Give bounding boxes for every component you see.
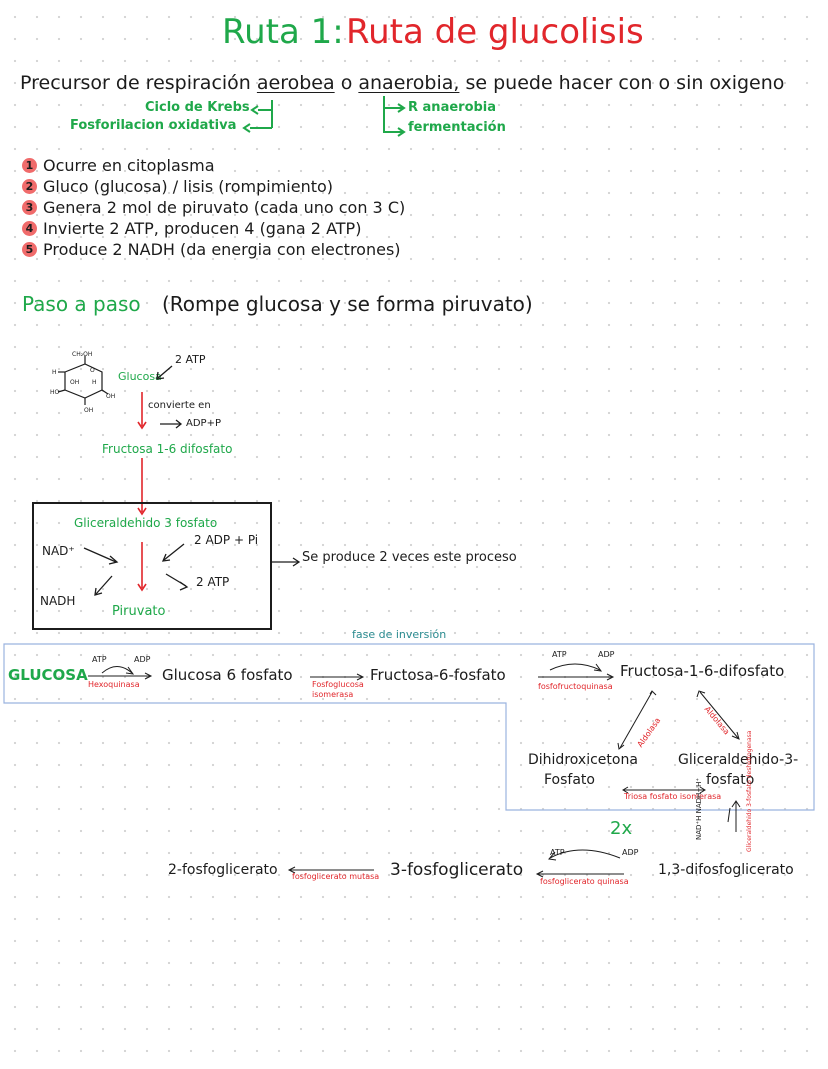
det-g3p-2: fosfato [706, 772, 755, 788]
detailed-path-lines [3, 643, 815, 878]
title-part2: Ruta de glucolisis [346, 12, 644, 52]
svg-text:O: O [90, 367, 95, 374]
intro-aerobea: aerobea [256, 72, 335, 94]
svg-text:H: H [52, 369, 57, 376]
det-enz-pgm: fosfoglicerato mutasa [292, 872, 380, 881]
svg-text:OH: OH [84, 407, 93, 414]
det-2x: 2x [610, 818, 633, 839]
fase-label: fase de inversión [352, 628, 447, 641]
branch-anaerobia: R anaerobia [408, 100, 497, 115]
det-g3p-1: Gliceraldehido-3- [678, 752, 799, 768]
det-2pg: 2-fosfoglicerato [168, 862, 278, 878]
det-dhap-2: Fosfato [544, 772, 595, 788]
repeat-note: Se produce 2 veces este proceso [302, 550, 517, 565]
det-enz-gapdh: Gliceraldehido 3-fosfato deshidrogenasa [746, 730, 753, 852]
det-dhap-1: Dihidroxicetona [528, 752, 638, 768]
det-adp2: ADP [598, 650, 615, 659]
intro-branch-arrows [242, 96, 406, 137]
intro-o: o [340, 72, 353, 94]
simple-path-box [32, 502, 272, 630]
paso-sub: (Rompe glucosa y se forma piruvato) [162, 292, 533, 316]
simple-fructosa: Fructosa 1-6 difosfato [102, 442, 233, 456]
simple-piruvato: Piruvato [112, 604, 166, 619]
svg-text:OH: OH [70, 379, 79, 386]
simple-atp-in: 2 ATP [175, 353, 206, 366]
det-f6p: Fructosa-6-fosfato [370, 666, 506, 684]
svg-text:OH: OH [106, 393, 115, 400]
intro-anaerobia: anaerobia, [358, 72, 460, 94]
simple-glucosa: Glucosa [118, 370, 162, 383]
branch-krebs: Ciclo de Krebs [145, 100, 250, 115]
intro-line: Precursor de respiración aerobea o anaer… [20, 72, 784, 94]
det-glucosa: GLUCOSA [8, 666, 88, 684]
simple-atp2: 2 ATP [196, 575, 230, 589]
det-nad-side: NAD⁺H NADH+H⁺ [695, 777, 703, 840]
det-bpg: 1,3-difosfoglicerato [658, 862, 794, 878]
simple-adp-out: ADP+P [186, 418, 221, 429]
ring-ch2oh: CH₂OH [72, 351, 92, 358]
det-enz-isomerasa: isomerasa [312, 690, 354, 699]
det-adp3: ADP [622, 848, 639, 857]
title-part1: Ruta 1: [222, 12, 344, 52]
det-enz-hexoquinasa: Hexoquinasa [88, 680, 140, 689]
det-f16bp: Fructosa-1-6-difosfato [620, 662, 785, 680]
intro-suffix: se puede hacer con o sin oxigeno [465, 72, 785, 94]
simple-adp-pi: 2 ADP + Pi [194, 533, 259, 547]
det-adp1: ADP [134, 655, 151, 664]
simple-convierte: convierte en [148, 400, 211, 411]
det-enz-fosfoglucosa: Fosfoglucosa [312, 680, 364, 689]
glucose-ring-drawing: CH₂OH O H HO OH OH OH H [50, 351, 115, 414]
paso-label: Paso a paso [22, 292, 141, 316]
branch-fosforilacion: Fosforilacion oxidativa [70, 118, 237, 133]
svg-text:HO: HO [50, 389, 60, 396]
det-3pg: 3-fosfoglicerato [390, 860, 524, 880]
det-atp1: ATP [92, 655, 107, 664]
simple-gliceraldehido: Gliceraldehido 3 fosfato [74, 516, 218, 530]
intro-prefix: Precursor de respiración [20, 72, 251, 94]
det-atp3: ATP [550, 848, 565, 857]
det-enz-pgk: fosfoglicerato quinasa [540, 877, 629, 886]
det-g6p: Glucosa 6 fosfato [162, 666, 293, 684]
svg-text:H: H [92, 379, 97, 386]
simple-nad: NAD⁺ [42, 544, 75, 558]
det-atp2: ATP [552, 650, 567, 659]
simple-nadh: NADH [40, 594, 76, 608]
det-enz-pfk: fosfofructoquinasa [538, 682, 613, 691]
det-enz-tpi: Triosa fosfato isomerasa [624, 792, 722, 801]
branch-fermentacion: fermentación [408, 120, 506, 135]
